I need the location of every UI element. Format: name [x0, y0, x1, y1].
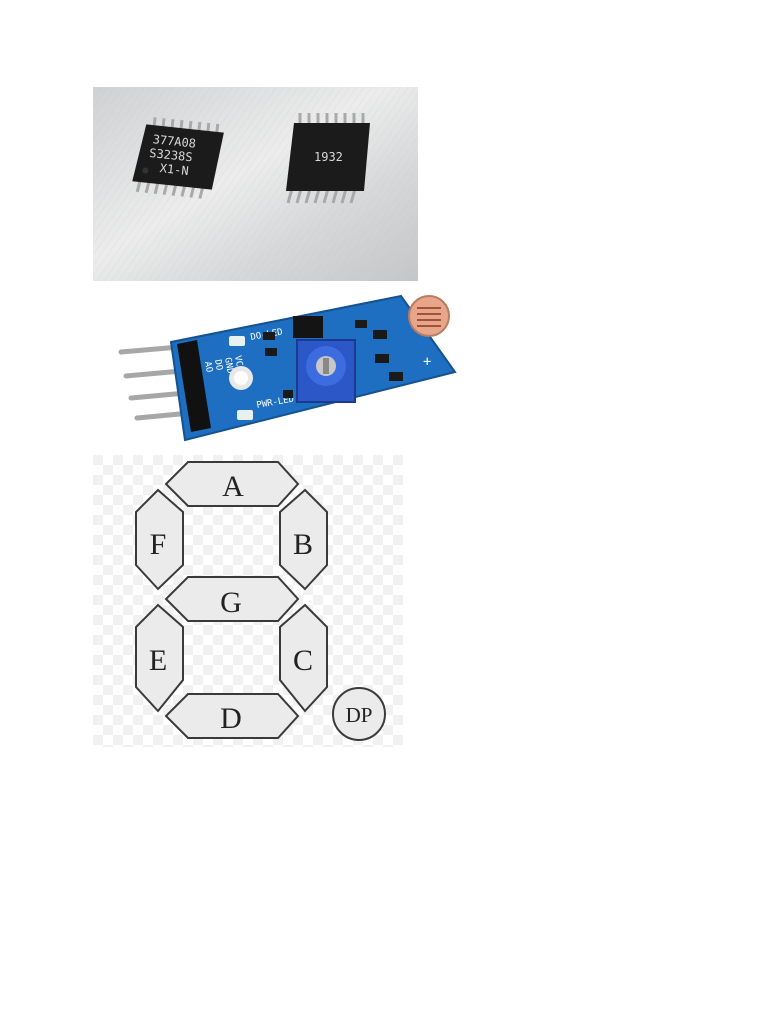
decimal-point — [332, 687, 386, 741]
pin-label-ao: AO — [202, 361, 214, 373]
chips-photo: 377A08 S3238S X1-N 1932 — [93, 87, 418, 281]
segment-a-label: A — [222, 470, 244, 503]
pwr-led — [237, 410, 253, 420]
ic-chip-right: 1932 — [286, 113, 370, 204]
photoresistor — [408, 295, 450, 337]
pin-label-gnd: GND — [222, 357, 235, 375]
segment-e-label: E — [149, 644, 167, 677]
light-sensor-module-photo: AO DO GND VCC DO-LED PWR-LED — [93, 290, 473, 452]
seven-segment-diagram: A F B G E C D DP — [93, 455, 403, 747]
chip2-label: 1932 — [314, 150, 343, 164]
plus-marking: + — [423, 354, 431, 370]
do-led — [229, 336, 245, 346]
segment-b — [279, 488, 328, 591]
chip1-line3: X1-N — [159, 161, 189, 178]
segment-g — [164, 576, 300, 622]
chip1-line1: 377A08 — [152, 132, 197, 150]
chip1-line2: S3238S — [149, 146, 194, 164]
segment-b-label: B — [293, 528, 313, 561]
segment-d-label: D — [220, 702, 242, 735]
segment-g-label: G — [220, 586, 242, 619]
decimal-point-label: DP — [346, 703, 373, 727]
segment-a — [164, 461, 300, 507]
chips-illustration: 377A08 S3238S X1-N 1932 — [93, 87, 418, 281]
segment-c-label: C — [293, 644, 313, 677]
segment-f — [135, 488, 184, 591]
segment-c — [279, 603, 328, 713]
seven-segment-illustration: A F B G E C D DP — [93, 455, 403, 747]
segment-f-label: F — [150, 528, 167, 561]
segment-e — [135, 603, 184, 713]
sensor-module-illustration: AO DO GND VCC DO-LED PWR-LED — [118, 294, 457, 442]
comparator-ic — [293, 316, 323, 338]
pin-label-do: DO — [212, 359, 224, 371]
ic-chip-left: 377A08 S3238S X1-N — [132, 117, 224, 199]
segment-d — [164, 693, 300, 739]
